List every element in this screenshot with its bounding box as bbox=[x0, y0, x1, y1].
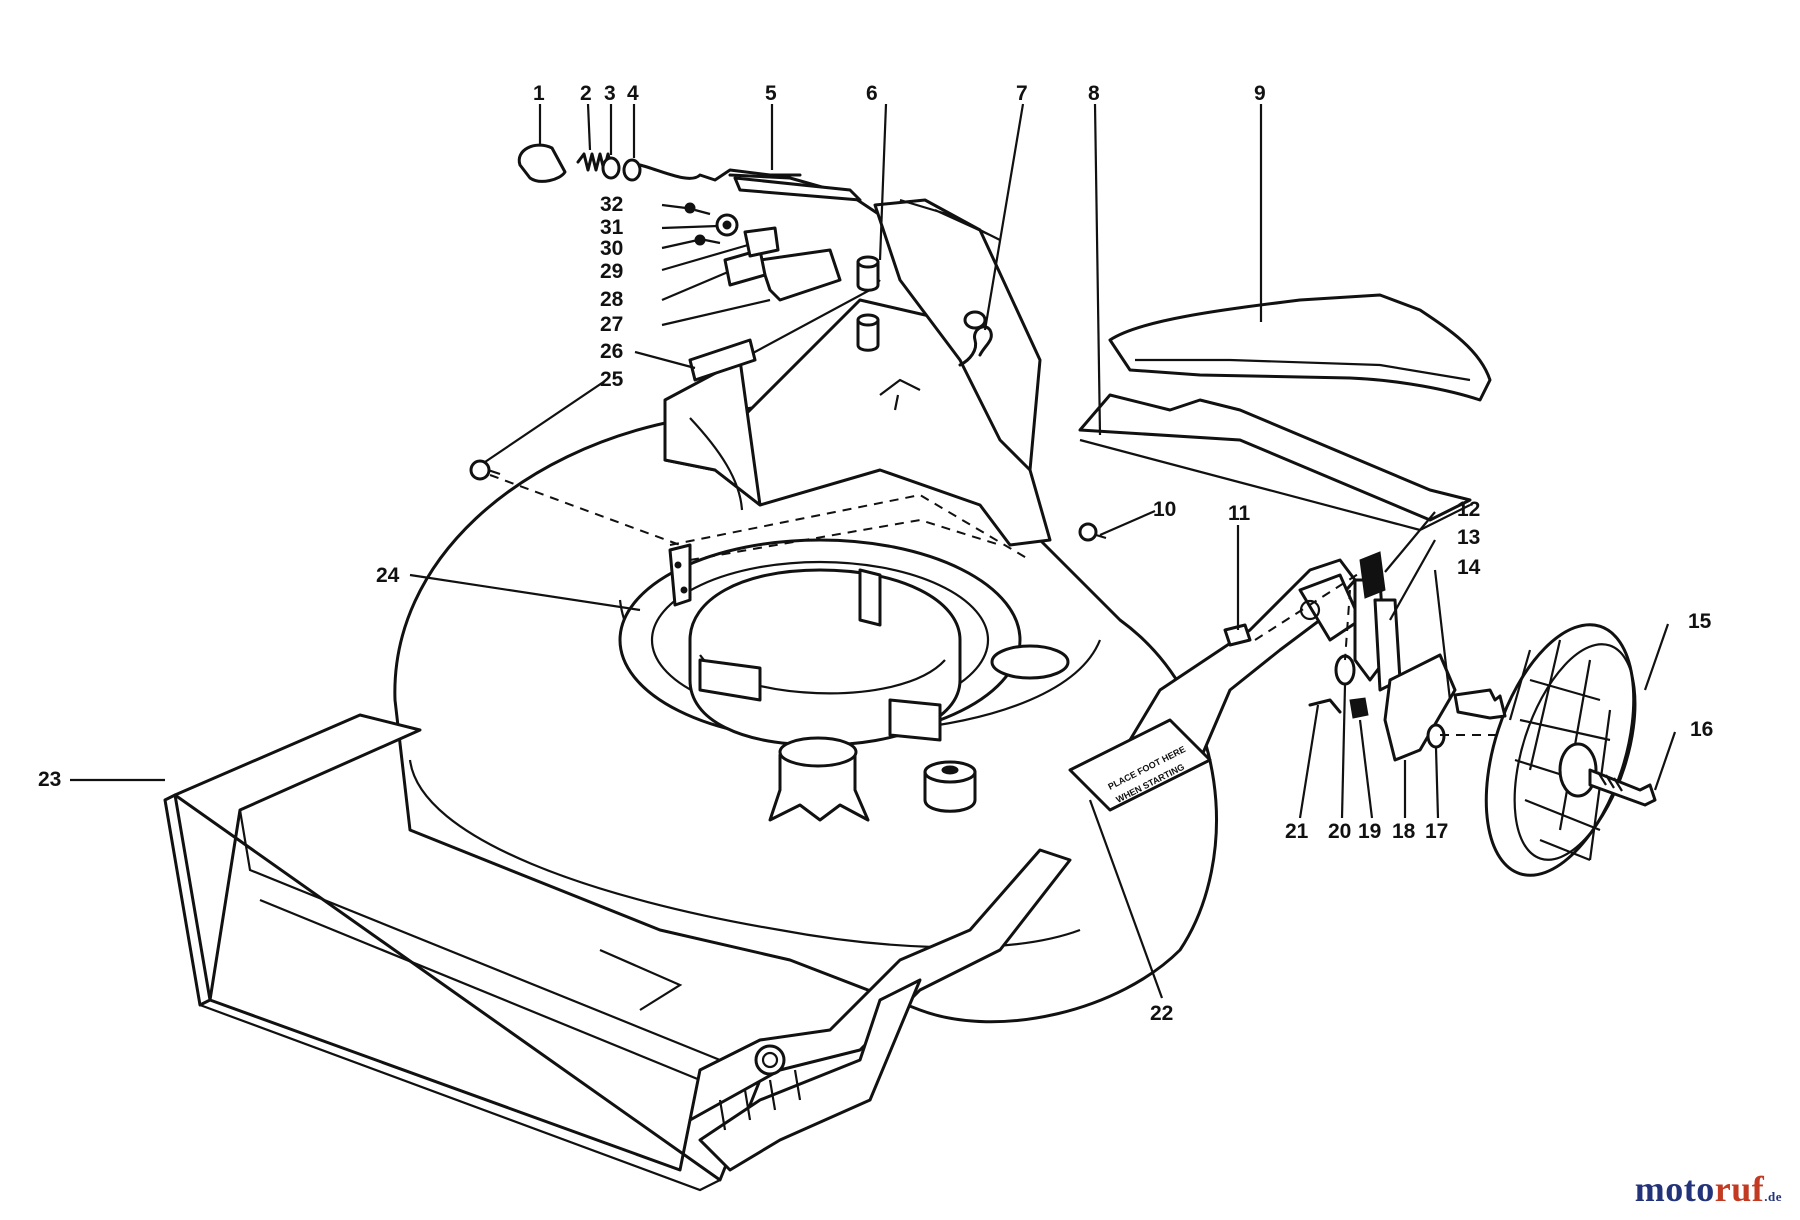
callout-30: 30 bbox=[600, 237, 623, 260]
callout-labels: 1 2 3 4 5 6 7 8 9 10 11 12 13 14 15 16 1… bbox=[38, 82, 1713, 1025]
callout-27: 27 bbox=[600, 313, 623, 336]
callout-1: 1 bbox=[533, 82, 545, 105]
watermark-logo: motoruf.de bbox=[1635, 1168, 1782, 1210]
callout-31: 31 bbox=[600, 216, 624, 239]
callout-28: 28 bbox=[600, 288, 624, 311]
callout-14: 14 bbox=[1457, 556, 1481, 579]
callout-11: 11 bbox=[1228, 502, 1251, 525]
mower-deck bbox=[393, 279, 1218, 1024]
callout-10: 10 bbox=[1153, 498, 1176, 521]
callout-13: 13 bbox=[1457, 526, 1480, 549]
callout-21: 21 bbox=[1285, 820, 1309, 843]
watermark-part-3: .de bbox=[1764, 1189, 1782, 1204]
dashed-guides bbox=[489, 474, 1500, 736]
callout-5: 5 bbox=[765, 82, 777, 105]
callout-17: 17 bbox=[1425, 820, 1448, 843]
watermark-part-2: ruf bbox=[1714, 1169, 1765, 1209]
callout-26: 26 bbox=[600, 340, 623, 363]
callout-6: 6 bbox=[866, 82, 878, 105]
front-skirt bbox=[163, 713, 762, 1192]
callout-16: 16 bbox=[1690, 718, 1713, 741]
callout-4: 4 bbox=[627, 82, 639, 105]
callout-22: 22 bbox=[1150, 1002, 1173, 1025]
callout-12: 12 bbox=[1457, 498, 1480, 521]
callout-29: 29 bbox=[600, 260, 623, 283]
side-rail bbox=[688, 848, 1072, 1172]
bag-frame bbox=[1078, 293, 1492, 532]
upper-parts bbox=[469, 143, 1107, 607]
callout-9: 9 bbox=[1254, 82, 1266, 105]
rear-axle-bracket: PLACE FOOT HERE WHEN STARTING bbox=[1068, 551, 1457, 812]
callout-leaders bbox=[70, 103, 1677, 999]
callout-15: 15 bbox=[1688, 610, 1712, 633]
callout-2: 2 bbox=[580, 82, 592, 105]
callout-8: 8 bbox=[1088, 82, 1100, 105]
callout-32: 32 bbox=[600, 193, 623, 216]
callout-24: 24 bbox=[376, 564, 400, 587]
callout-20: 20 bbox=[1328, 820, 1351, 843]
rear-wheel bbox=[1308, 623, 1657, 877]
callout-18: 18 bbox=[1392, 820, 1416, 843]
callout-3: 3 bbox=[604, 82, 616, 105]
watermark-part-1: moto bbox=[1634, 1169, 1715, 1209]
callout-7: 7 bbox=[1016, 82, 1028, 105]
callout-19: 19 bbox=[1358, 820, 1381, 843]
callout-25: 25 bbox=[600, 368, 624, 391]
callout-23: 23 bbox=[38, 768, 61, 791]
